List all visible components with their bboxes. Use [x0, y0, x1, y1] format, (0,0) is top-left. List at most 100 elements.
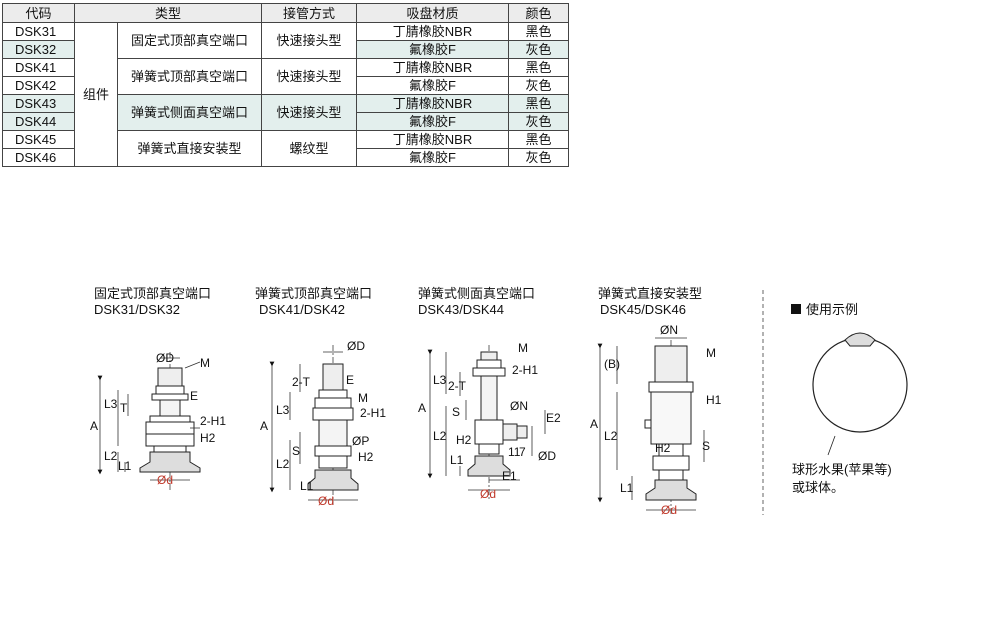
dim3-H2: H2: [456, 433, 472, 447]
dim2-L1: L1: [300, 479, 314, 493]
cell-connection: 快速接头型: [261, 22, 357, 59]
drawing-3-part: [467, 345, 528, 500]
dim3-E2: E2: [546, 411, 561, 425]
drawing-2-title: 弹簧式顶部真空端口: [255, 286, 372, 301]
dim3-N: ØN: [510, 399, 528, 413]
dim3-2H1: 2-H1: [512, 363, 538, 377]
dim-E: E: [190, 389, 198, 403]
dim2-H2: H2: [358, 450, 374, 464]
dim3-11: 11: [508, 445, 521, 459]
cell-color: 黑色: [508, 130, 569, 149]
drawing-3-models: DSK43/DSK44: [418, 302, 504, 317]
dim4-B: (B): [604, 357, 620, 371]
cell-color: 灰色: [508, 76, 569, 95]
drawing-4-title: 弹簧式直接安装型: [598, 286, 702, 301]
cell-material: 丁腈橡胶NBR: [356, 94, 509, 113]
drawing-4-part: [644, 340, 697, 515]
dim-L2: L2: [104, 449, 118, 463]
cell-connection: 快速接头型: [261, 94, 357, 131]
dim3-A: A: [418, 401, 426, 415]
dim-L3: L3: [104, 397, 118, 411]
cell-color: 黑色: [508, 58, 569, 77]
square-bullet-icon: [791, 304, 801, 314]
dim-M: M: [200, 356, 210, 370]
example-caption-1: 球形水果(苹果等): [792, 462, 892, 477]
dim-2H1: 2-H1: [200, 414, 226, 428]
table-row: DSK44 氟橡胶F 灰色: [2, 112, 569, 131]
cell-code: DSK43: [2, 94, 75, 113]
cell-code: DSK45: [2, 130, 75, 149]
dim3-D: ØD: [538, 449, 556, 463]
dim2-d: Ød: [318, 494, 334, 508]
dim-H2: H2: [200, 431, 216, 445]
dim2-L2: L2: [276, 457, 290, 471]
cell-type: 弹簧式直接安装型: [117, 130, 262, 167]
dim2-2H1: 2-H1: [360, 406, 386, 420]
header-color: 颜色: [508, 3, 569, 23]
dim-A: A: [90, 419, 98, 433]
cell-connection: 快速接头型: [261, 58, 357, 95]
suction-cup-icon: [844, 332, 876, 347]
header-code: 代码: [2, 3, 75, 23]
dim2-D: ØD: [347, 339, 365, 353]
header-connection: 接管方式: [261, 3, 357, 23]
table-row: DSK31 组件 固定式顶部真空端口 快速接头型 丁腈橡胶NBR 黑色: [2, 22, 569, 167]
dim4-H1: H1: [706, 393, 722, 407]
dim-D: ØD: [156, 351, 174, 365]
cell-color: 黑色: [508, 94, 569, 113]
cell-group: 组件: [74, 22, 118, 167]
dim4-A: A: [590, 417, 598, 431]
header-type: 类型: [74, 3, 262, 23]
dim2-2T: 2-T: [292, 375, 311, 389]
dim-L1: L1: [118, 459, 132, 473]
cell-type: 弹簧式顶部真空端口: [117, 58, 262, 95]
dim3-S: S: [452, 405, 460, 419]
dim4-d: Ød: [661, 503, 677, 517]
cell-color: 灰色: [508, 40, 569, 59]
dim-T: T: [120, 401, 128, 415]
drawing-2-part: [307, 345, 359, 505]
dim2-L3: L3: [276, 403, 290, 417]
dim3-d: Ød: [480, 487, 496, 501]
dim2-A: A: [260, 419, 268, 433]
cell-code: DSK46: [2, 148, 75, 167]
dim3-L2: L2: [433, 429, 447, 443]
dim4-M: M: [706, 346, 716, 360]
cell-material: 丁腈橡胶NBR: [356, 130, 509, 149]
drawing-2-models: DSK41/DSK42: [259, 302, 345, 317]
cell-material: 氟橡胶F: [356, 148, 509, 167]
table-header-row: 代码 类型 接管方式 吸盘材质 颜色: [2, 3, 569, 23]
sphere-object: [812, 337, 908, 433]
drawing-2-dims: [269, 351, 358, 501]
dim4-H2: H2: [655, 441, 671, 455]
dim2-E: E: [346, 373, 354, 387]
dim3-E1: E1: [502, 469, 517, 483]
dim3-2T: 2-T: [448, 379, 467, 393]
dim4-S: S: [702, 439, 710, 453]
dim2-S: S: [292, 444, 300, 458]
drawing-1-models: DSK31/DSK32: [94, 302, 180, 317]
cell-color: 灰色: [508, 148, 569, 167]
cell-type: 固定式顶部真空端口: [117, 22, 262, 59]
drawing-3-dims: [427, 349, 546, 491]
cell-code: DSK32: [2, 40, 75, 59]
dim3-7: 7: [519, 445, 526, 459]
cell-code: DSK44: [2, 112, 75, 131]
cell-color: 灰色: [508, 112, 569, 131]
example-caption-2: 或球体。: [792, 480, 844, 495]
dim4-L1: L1: [620, 481, 634, 495]
table-row: DSK32 氟橡胶F 灰色: [2, 40, 569, 59]
cell-material: 氟橡胶F: [356, 76, 509, 95]
table-row: DSK45 弹簧式直接安装型 螺纹型 丁腈橡胶NBR 黑色: [2, 130, 569, 167]
dim2-M: M: [358, 391, 368, 405]
dim4-N: ØN: [660, 323, 678, 337]
drawing-1-title: 固定式顶部真空端口: [94, 286, 211, 301]
dim3-L3: L3: [433, 373, 447, 387]
dim-d: Ød: [157, 473, 173, 487]
drawing-3-title: 弹簧式侧面真空端口: [418, 286, 535, 301]
drawing-4-dims: [597, 337, 705, 511]
dim3-L1: L1: [450, 453, 464, 467]
drawing-4-models: DSK45/DSK46: [600, 302, 686, 317]
dim4-L2: L2: [604, 429, 618, 443]
